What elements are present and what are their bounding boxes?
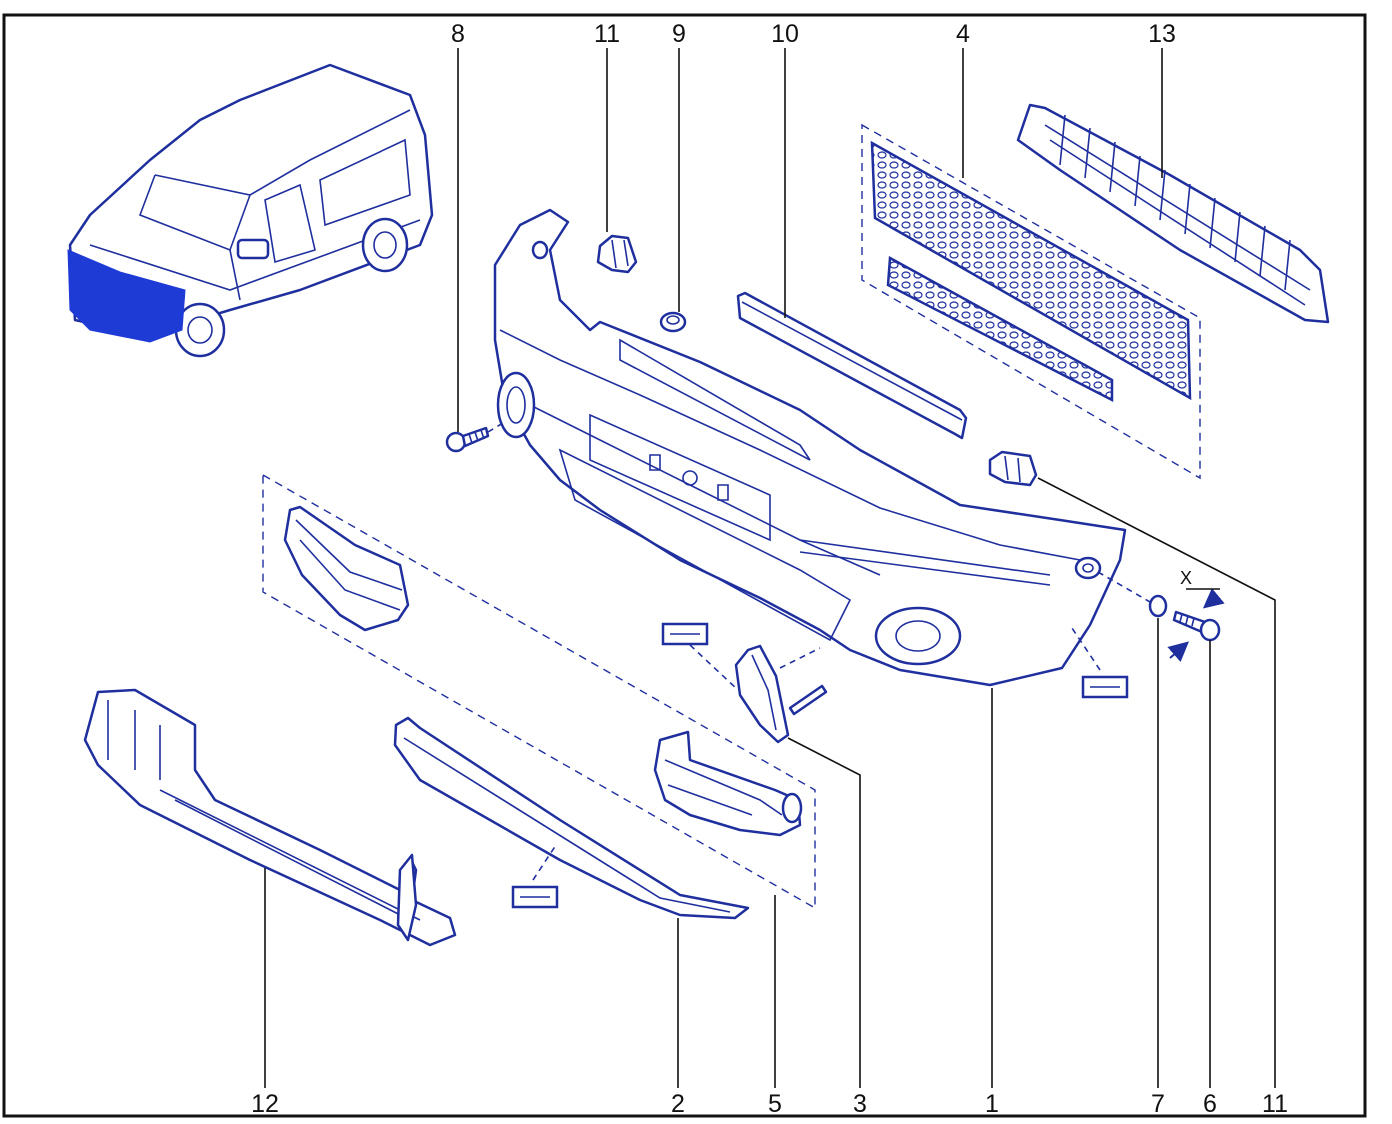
label-part-13: 13	[1148, 20, 1176, 48]
label-part-8: 8	[451, 20, 465, 48]
diagram-frame	[2, 13, 1367, 1118]
label-part-12: 12	[251, 1090, 279, 1118]
undertray-part	[83, 688, 457, 947]
part-labels: 8 11 9 10 4 13 12 2 5 3 1 7 6 11 X	[251, 20, 1288, 1118]
label-part-7: 7	[1151, 1090, 1165, 1118]
washer-part	[1097, 571, 1168, 618]
marker-x-label: X	[1180, 568, 1192, 588]
label-part-6: 6	[1203, 1090, 1217, 1118]
label-part-11-top: 11	[594, 20, 620, 48]
highlighted-front-bumper	[67, 249, 186, 343]
vehicle-thumbnail	[67, 63, 434, 358]
reference-tag-upper-left	[661, 622, 709, 646]
leader-lines	[264, 48, 1276, 1088]
grille-reinforcement-part	[1016, 103, 1330, 324]
upper-trim-strip-part	[736, 291, 968, 440]
grille-part	[861, 123, 1201, 480]
fog-lamp-cover-part	[689, 644, 828, 744]
reference-tag-lower	[511, 885, 559, 909]
bolt-part	[1167, 588, 1225, 663]
label-part-2: 2	[671, 1090, 685, 1118]
push-nut-part	[659, 311, 687, 333]
bumper-shell-part	[493, 208, 1127, 687]
label-part-9: 9	[672, 20, 686, 48]
side-trims-part	[262, 473, 816, 910]
bumper-clip-upper-part	[596, 234, 638, 274]
label-part-4: 4	[956, 20, 970, 48]
lower-spoiler-part	[393, 716, 750, 920]
label-part-3: 3	[853, 1090, 867, 1118]
label-part-5: 5	[768, 1090, 782, 1118]
label-part-1: 1	[985, 1090, 999, 1118]
reference-tag-right	[1069, 624, 1129, 699]
bumper-clip-right-part	[988, 450, 1038, 487]
label-part-11-bottom: 11	[1262, 1090, 1288, 1118]
screw-left-part	[445, 364, 601, 453]
label-part-10: 10	[771, 20, 799, 48]
